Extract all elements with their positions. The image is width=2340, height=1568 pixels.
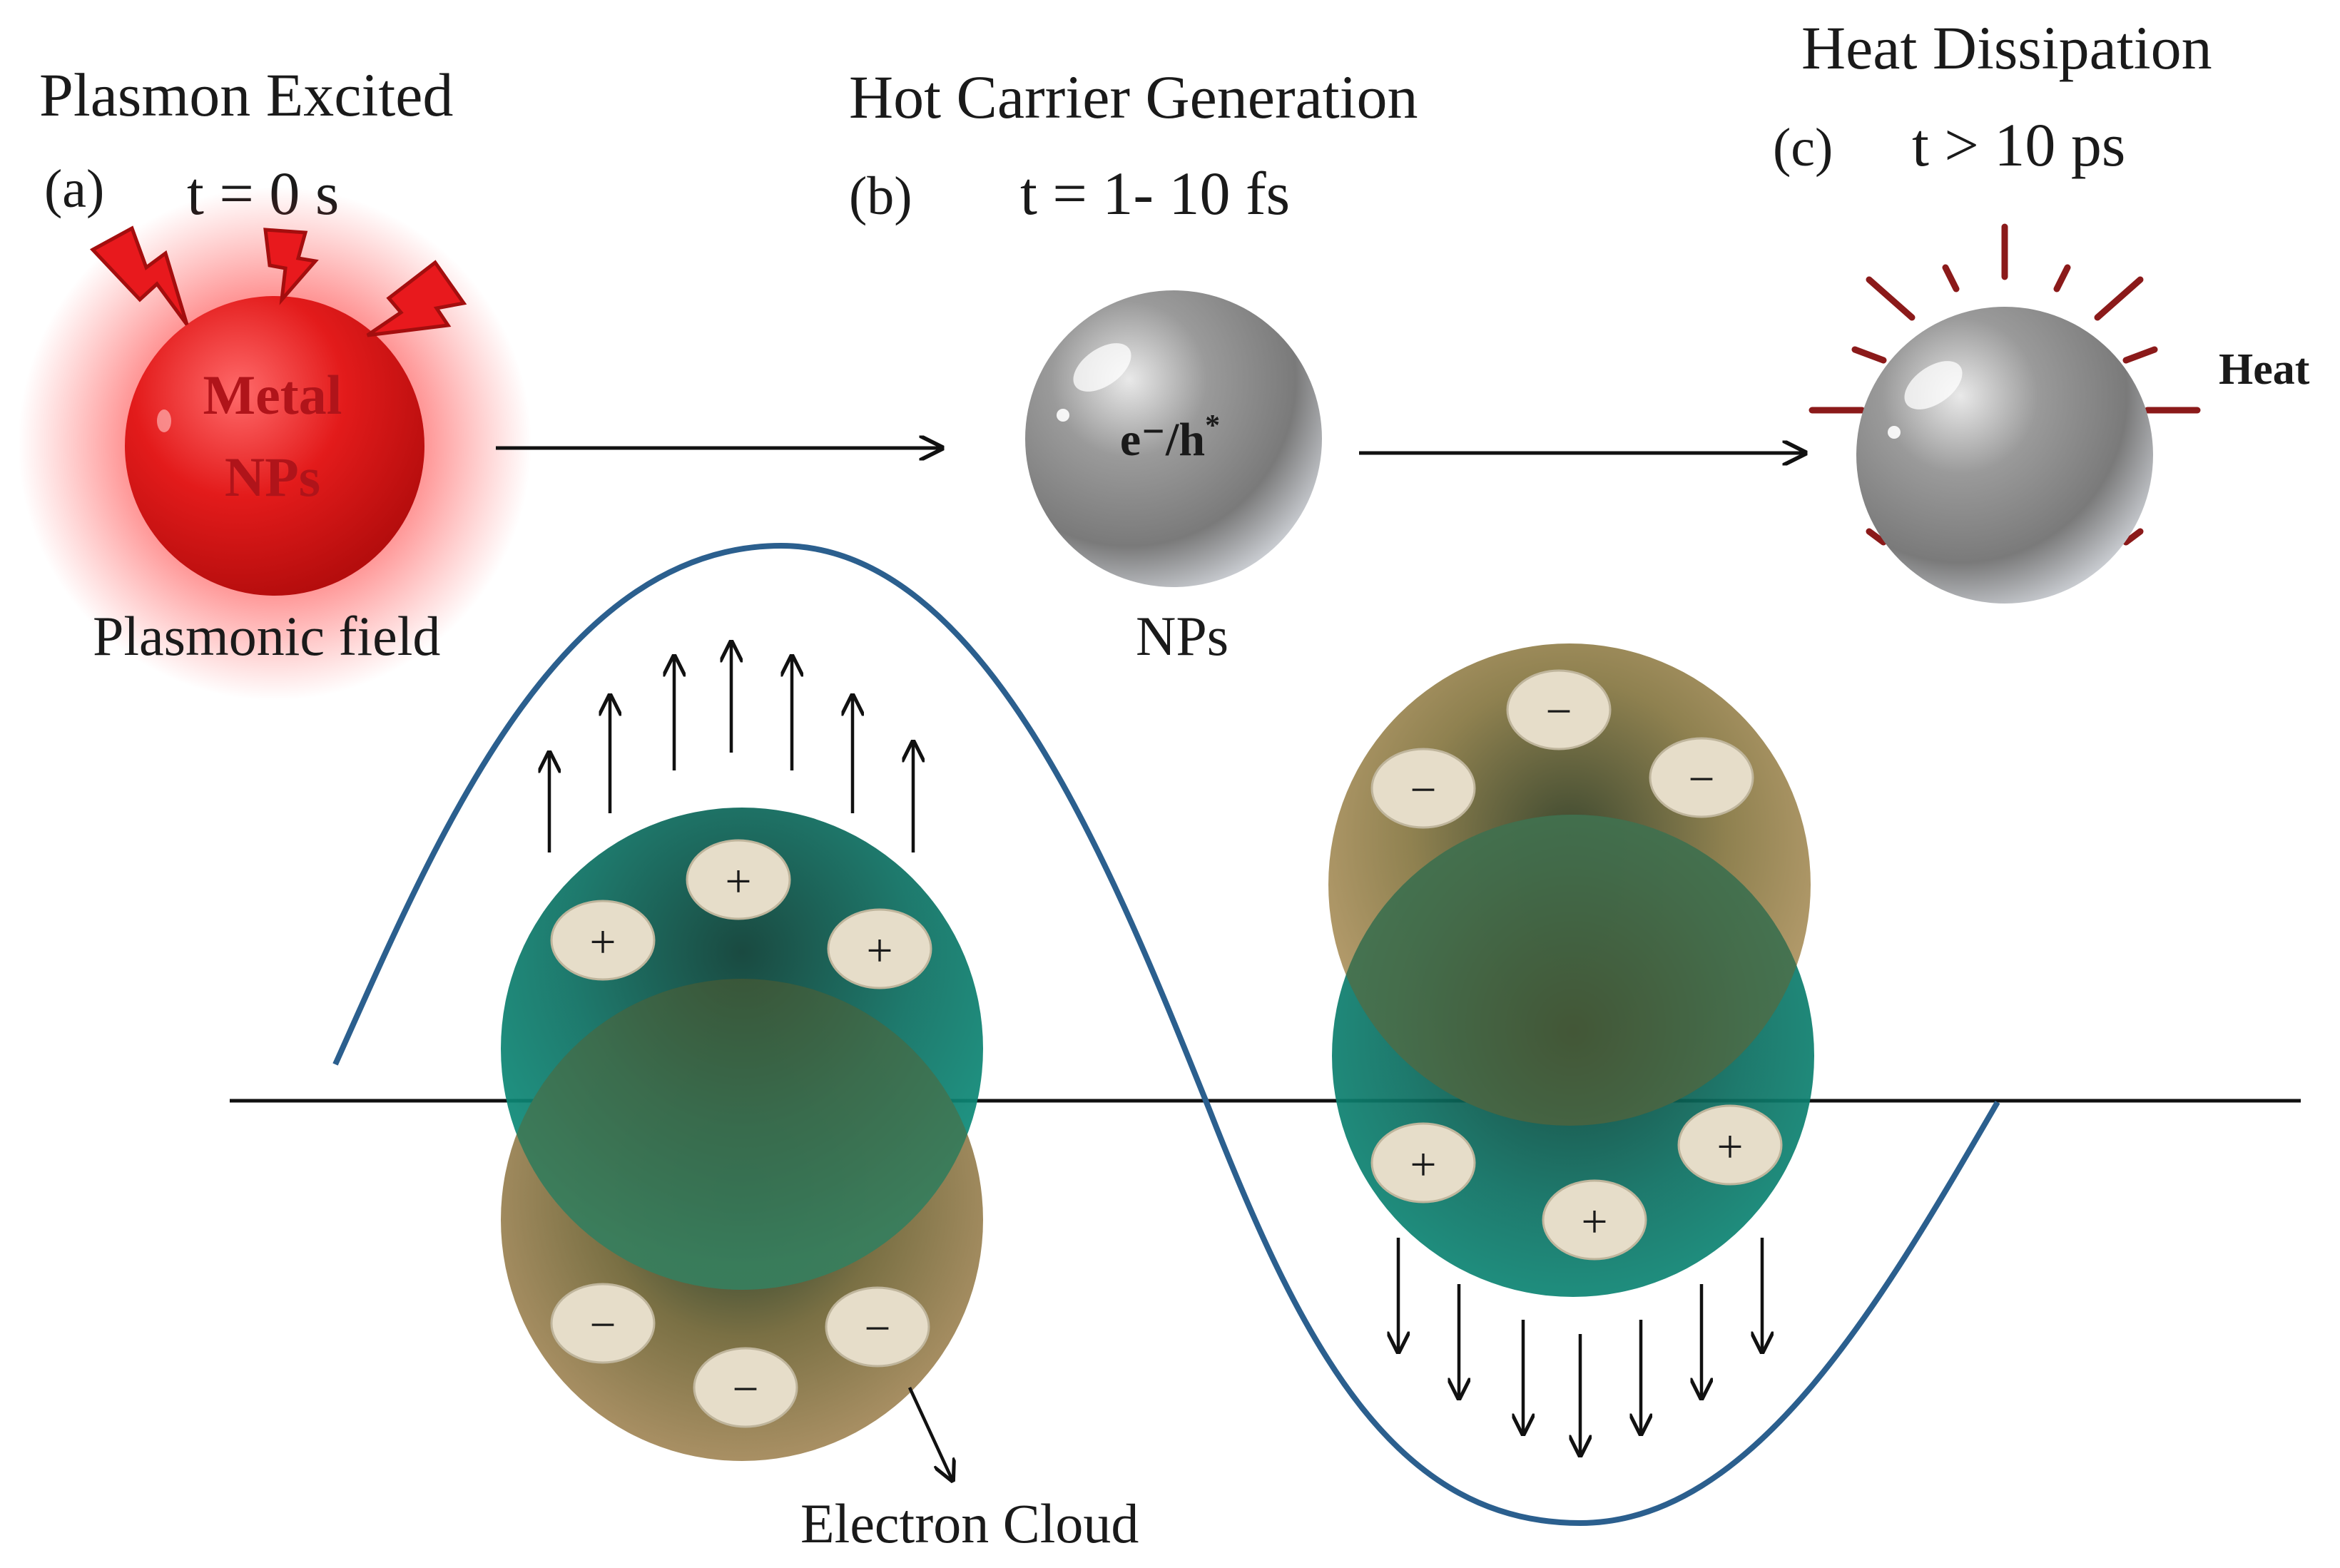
field-arrows-up xyxy=(549,642,913,852)
panel-a-letter: (a) xyxy=(44,159,104,219)
electron-cloud-pointer xyxy=(907,1387,952,1480)
panel-b-letter: (b) xyxy=(849,166,912,226)
positive-sign: + xyxy=(725,855,751,907)
positive-charges: + + + xyxy=(1370,1104,1783,1261)
metal-np-label-1: Metal xyxy=(203,364,342,426)
metal-np-label-2: NPs xyxy=(225,446,320,508)
negative-sign: − xyxy=(732,1363,758,1415)
panel-c-letter: (c) xyxy=(1773,118,1833,178)
field-arrows-down xyxy=(1398,1238,1762,1455)
negative-sign: − xyxy=(1410,764,1436,816)
oscillator-right: − − − + + + xyxy=(1328,643,1814,1297)
heat-rays xyxy=(1809,223,2201,546)
positive-charges: + + + xyxy=(550,839,932,989)
positive-sign: + xyxy=(589,916,616,968)
excited-nanoparticle: Metal NPs xyxy=(18,187,531,701)
lightning-icon xyxy=(263,228,319,305)
positive-sign: + xyxy=(1716,1121,1743,1173)
lightning-icon xyxy=(89,225,189,326)
nps-caption: NPs xyxy=(1136,605,1228,667)
panel-c-time: t > 10 ps xyxy=(1912,111,2125,179)
positive-sign: + xyxy=(1581,1196,1607,1248)
negative-sign: − xyxy=(1545,686,1572,738)
red-sphere xyxy=(125,296,424,596)
negative-charges: − − − xyxy=(1370,669,1754,829)
carrier-label: e⁻/h* xyxy=(1120,409,1220,466)
negative-sign: − xyxy=(864,1303,890,1355)
oscillator-left: + + + − − − xyxy=(501,808,983,1461)
heat-dissipation-nanoparticle xyxy=(1809,223,2201,604)
panel-b-time: t = 1- 10 fs xyxy=(1020,159,1290,228)
panel-c-title: Heat Dissipation xyxy=(1801,14,2212,82)
negative-sign: − xyxy=(1688,753,1714,805)
plasmonic-field-caption: Plasmonic field xyxy=(93,605,440,667)
grey-sphere-hot xyxy=(1856,307,2153,604)
negative-sign: − xyxy=(589,1299,616,1351)
panel-b-title: Hot Carrier Generation xyxy=(849,63,1418,131)
positive-sign: + xyxy=(1410,1139,1436,1191)
electron-cloud-label: Electron Cloud xyxy=(800,1492,1139,1554)
heat-label: Heat xyxy=(2219,345,2310,394)
hot-carrier-nanoparticle: e⁻/h* xyxy=(1025,290,1322,587)
negative-charges: − − − xyxy=(550,1283,930,1428)
plasmon-wave xyxy=(332,542,2000,1527)
lightning-icon xyxy=(366,260,467,337)
positive-sign: + xyxy=(866,925,892,977)
panel-a-title: Plasmon Excited xyxy=(39,61,453,129)
